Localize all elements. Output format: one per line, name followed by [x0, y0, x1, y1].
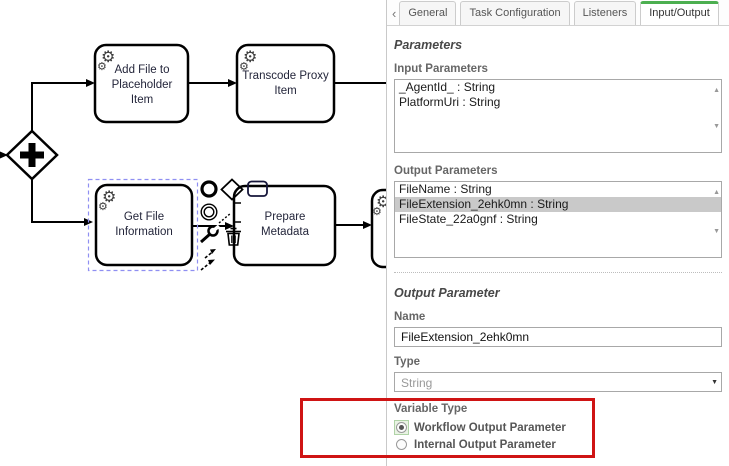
list-item-selected[interactable]: FileExtension_2ehk0mn : String	[395, 197, 721, 212]
radio-label: Internal Output Parameter	[414, 438, 556, 451]
task-partial-right[interactable]	[370, 188, 386, 269]
output-parameters-listbox[interactable]: FileName : String FileExtension_2ehk0mn …	[394, 181, 722, 258]
radio-internal-output-parameter[interactable]: Internal Output Parameter	[394, 436, 722, 453]
scroll-up-icon[interactable]: ▲	[713, 189, 720, 196]
radio-label: Workflow Output Parameter	[414, 421, 566, 434]
trash-icon[interactable]	[226, 227, 241, 246]
task-get-file[interactable]	[94, 183, 194, 267]
gear-icon: ⚙	[97, 61, 107, 73]
name-input[interactable]	[394, 327, 722, 347]
list-item[interactable]: FileName : String	[399, 182, 492, 196]
tabs-back-chevron-icon[interactable]: ‹	[392, 6, 397, 21]
output-parameter-heading: Output Parameter	[394, 286, 500, 300]
list-item[interactable]: _AgentId_ : String	[399, 80, 496, 94]
task-add-file[interactable]	[93, 43, 190, 124]
tab-listeners[interactable]: Listeners	[573, 1, 637, 25]
task-transcode[interactable]	[235, 43, 336, 124]
tab-input-output[interactable]: Input/Output	[640, 1, 719, 25]
gear-icon: ⚙	[243, 49, 257, 66]
input-parameters-label: Input Parameters	[394, 63, 488, 75]
variable-type-label: Variable Type	[394, 403, 468, 415]
list-item[interactable]: FileState_22a0gnf : String	[399, 212, 538, 226]
radio-workflow-output-parameter[interactable]: Workflow Output Parameter	[394, 419, 722, 436]
radio-focus-ring	[394, 420, 409, 435]
flow-gateway-to-get-file[interactable]	[31, 179, 93, 226]
input-parameters-listbox[interactable]: _AgentId_ : String PlatformUri : String …	[394, 79, 722, 153]
gateway-icon[interactable]	[220, 178, 244, 201]
type-select-value: String	[401, 376, 433, 390]
chevron-down-icon: ▼	[711, 379, 718, 386]
bpmn-canvas[interactable]: ⚙ ⚙ ⚙ ⚙ ⚙ ⚙ ⚙ ⚙	[0, 0, 386, 466]
tab-general[interactable]: General	[399, 1, 457, 25]
radio-selected-icon	[396, 422, 407, 433]
tab-task-configuration[interactable]: Task Configuration	[460, 1, 570, 25]
variable-type-radio-group: Workflow Output Parameter Internal Outpu…	[394, 419, 722, 453]
plus-icon	[20, 143, 44, 167]
gear-icon: ⚙	[101, 49, 115, 66]
append-annotation-icon[interactable]	[218, 202, 241, 224]
output-parameters-label: Output Parameters	[394, 165, 498, 177]
panel-body: Parameters Input Parameters _AgentId_ : …	[387, 26, 729, 453]
type-select[interactable]: String ▼	[394, 372, 722, 392]
parameters-heading: Parameters	[394, 38, 463, 52]
section-divider	[394, 272, 722, 273]
radio-unselected-icon	[396, 439, 407, 450]
scroll-down-icon[interactable]: ▼	[713, 123, 720, 130]
radio-frame	[394, 437, 409, 452]
parallel-gateway[interactable]	[5, 129, 59, 181]
scroll-down-icon[interactable]: ▼	[713, 228, 720, 235]
task-prepare-metadata[interactable]	[232, 184, 337, 267]
flow-gateway-to-add-file[interactable]	[31, 79, 95, 131]
gear-icon: ⚙	[376, 194, 386, 211]
gear-icon: ⚙	[372, 206, 382, 218]
intermediate-event-icon[interactable]	[200, 203, 218, 221]
gear-icon: ⚙	[98, 201, 108, 213]
end-event-icon[interactable]	[200, 180, 218, 198]
type-label: Type	[394, 356, 420, 368]
wrench-icon[interactable]	[200, 224, 221, 244]
gear-icon: ⚙	[102, 189, 116, 206]
list-item[interactable]: PlatformUri : String	[399, 95, 501, 109]
properties-panel: ‹ General Task Configuration Listeners I…	[386, 0, 729, 466]
selection-outline	[87, 178, 199, 272]
scroll-up-icon[interactable]: ▲	[713, 87, 720, 94]
tab-bar: ‹ General Task Configuration Listeners I…	[387, 0, 729, 26]
task-icon[interactable]	[247, 180, 268, 197]
gear-icon: ⚙	[239, 61, 249, 73]
context-pad[interactable]	[200, 178, 268, 271]
connect-arrows-icon[interactable]	[200, 249, 216, 271]
name-label: Name	[394, 311, 426, 323]
